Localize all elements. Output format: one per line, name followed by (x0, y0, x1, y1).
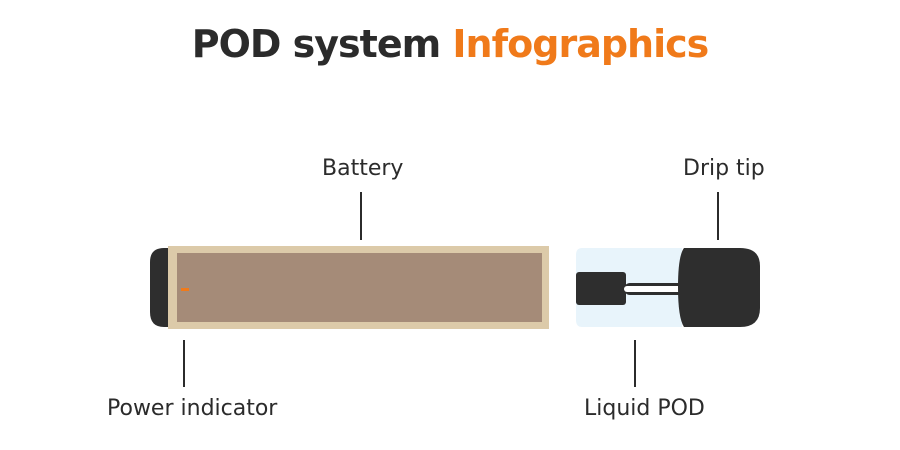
label-battery: Battery (322, 156, 404, 181)
battery-end-cap (150, 248, 170, 327)
power-indicator-led (181, 288, 189, 291)
title-accent: Infographics (452, 22, 709, 66)
label-power-indicator: Power indicator (107, 396, 278, 421)
drip-tip (678, 248, 760, 327)
page-title: POD system Infographics (0, 22, 900, 66)
label-drip-tip: Drip tip (683, 156, 765, 181)
battery-body (177, 253, 542, 322)
pod-connector (576, 272, 626, 305)
label-liquid-pod: Liquid POD (584, 396, 705, 421)
title-main: POD system (191, 22, 441, 66)
